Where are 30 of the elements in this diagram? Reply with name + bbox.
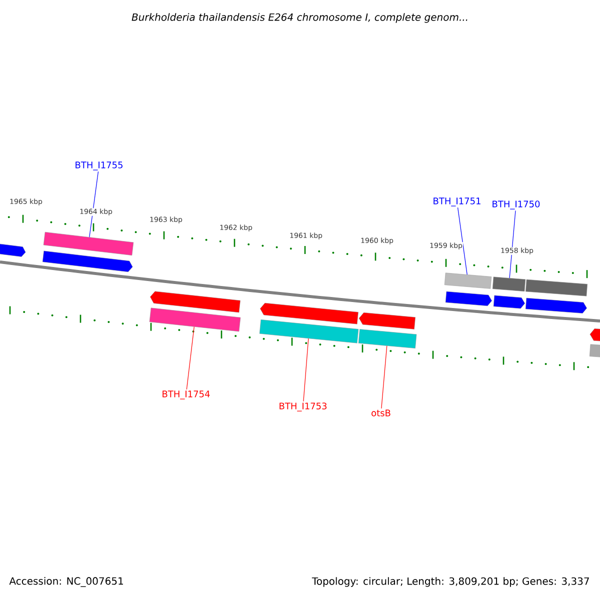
gene-feature: [0, 242, 26, 257]
summary-text: Topology: circular; Length: 3,809,201 bp; Genes: 3,337: [312, 577, 589, 587]
gene-bar: [149, 308, 241, 332]
gene-bar: [358, 329, 417, 348]
leader-line: [303, 338, 309, 402]
gene-label: BTH_I1753: [280, 402, 327, 412]
gene-label: BTH_I1754: [162, 390, 210, 400]
gene-label: BTH_I1755: [76, 162, 122, 170]
gene-bar: [589, 344, 600, 360]
gene-feature: [525, 298, 587, 314]
gene-bar: [43, 232, 134, 256]
accession-text: Accession: NC_007651: [9, 577, 123, 587]
gene-label: otsB: [372, 410, 390, 416]
leader-line: [457, 207, 468, 275]
gene-feature: [260, 302, 358, 324]
gene-bar: [492, 276, 526, 292]
leader-line: [381, 346, 388, 409]
leader-line: [509, 210, 516, 278]
gene-feature: [42, 250, 133, 272]
gene-feature: [358, 312, 416, 330]
gene-label: BTH_I1750: [492, 200, 540, 210]
leader-line: [89, 171, 99, 238]
gene-feature: [493, 295, 526, 309]
gene-label: BTH_I1751: [434, 198, 480, 206]
title: Burkholderia thailandensis E264 chromosome I, complete genom...: [132, 13, 468, 23]
leader-line: [186, 326, 194, 390]
gene-feature: [590, 328, 600, 344]
gene-bar: [444, 272, 492, 289]
gene-feature: [150, 291, 240, 313]
gene-feature: [445, 291, 492, 306]
